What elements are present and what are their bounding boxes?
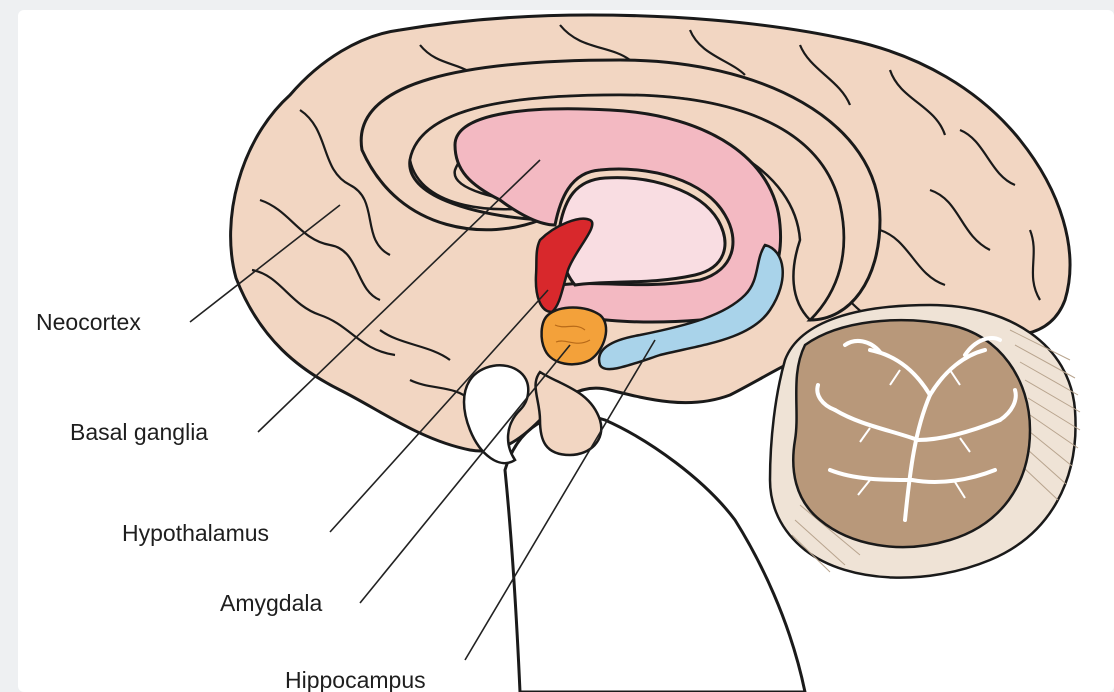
label-amygdala: Amygdala <box>220 590 322 616</box>
label-neocortex: Neocortex <box>36 309 141 335</box>
amygdala <box>542 308 607 365</box>
cerebellum-arbor <box>793 320 1030 547</box>
label-basal-ganglia: Basal ganglia <box>70 419 208 445</box>
brain-stem <box>505 414 805 692</box>
label-hippocampus: Hippocampus <box>285 667 426 692</box>
label-hypothalamus: Hypothalamus <box>122 520 269 546</box>
